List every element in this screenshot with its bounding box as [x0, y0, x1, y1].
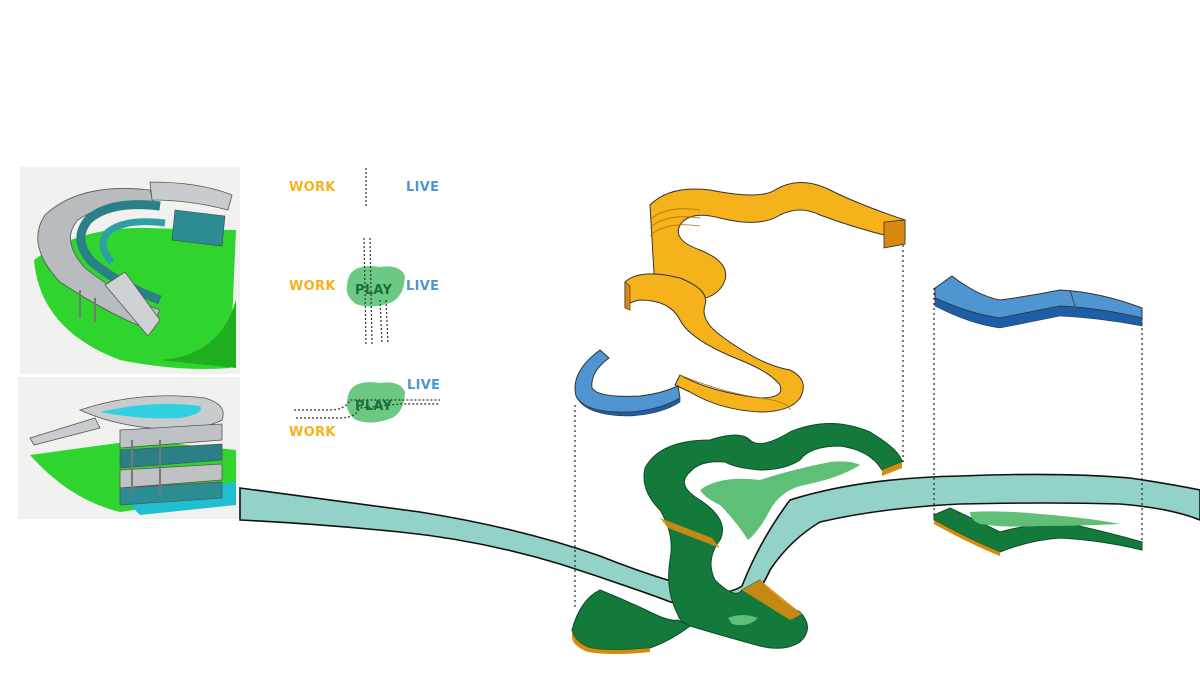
- legend-path-line: [385, 299, 389, 345]
- work-layer-orange: [624, 182, 906, 413]
- projection-lines: [574, 240, 1143, 610]
- legend-play-label: PLAY: [355, 399, 393, 414]
- legend-play-label: PLAY: [355, 283, 393, 298]
- legend-row-play-crossing: PLAY LIVE WORK: [289, 378, 440, 440]
- legend-work-label: WORK: [289, 425, 336, 440]
- legend-work-label: WORK: [289, 180, 336, 195]
- live-layer-blue: [574, 275, 1143, 417]
- river-shape: [239, 473, 1200, 614]
- legend-work-label: WORK: [289, 279, 336, 294]
- play-blob-shape: [346, 382, 405, 423]
- legend-path-line: [369, 237, 373, 345]
- legend-path-line: [296, 403, 440, 419]
- legend-row-work-play-live: WORK PLAY LIVE: [289, 237, 439, 345]
- legend-path-line: [363, 237, 367, 345]
- legend-row-work-live: WORK LIVE: [289, 168, 439, 208]
- play-layer-green: [571, 423, 1143, 654]
- legend-live-label: LIVE: [406, 279, 439, 294]
- legend-live-label: LIVE: [406, 180, 439, 195]
- play-blob-shape: [346, 266, 405, 307]
- legend-live-label: LIVE: [407, 378, 440, 393]
- thumbnail-model-top: [20, 167, 240, 374]
- legend-path-line: [379, 299, 383, 345]
- legend-path-line: [294, 399, 440, 411]
- thumbnail-model-side: [18, 377, 240, 519]
